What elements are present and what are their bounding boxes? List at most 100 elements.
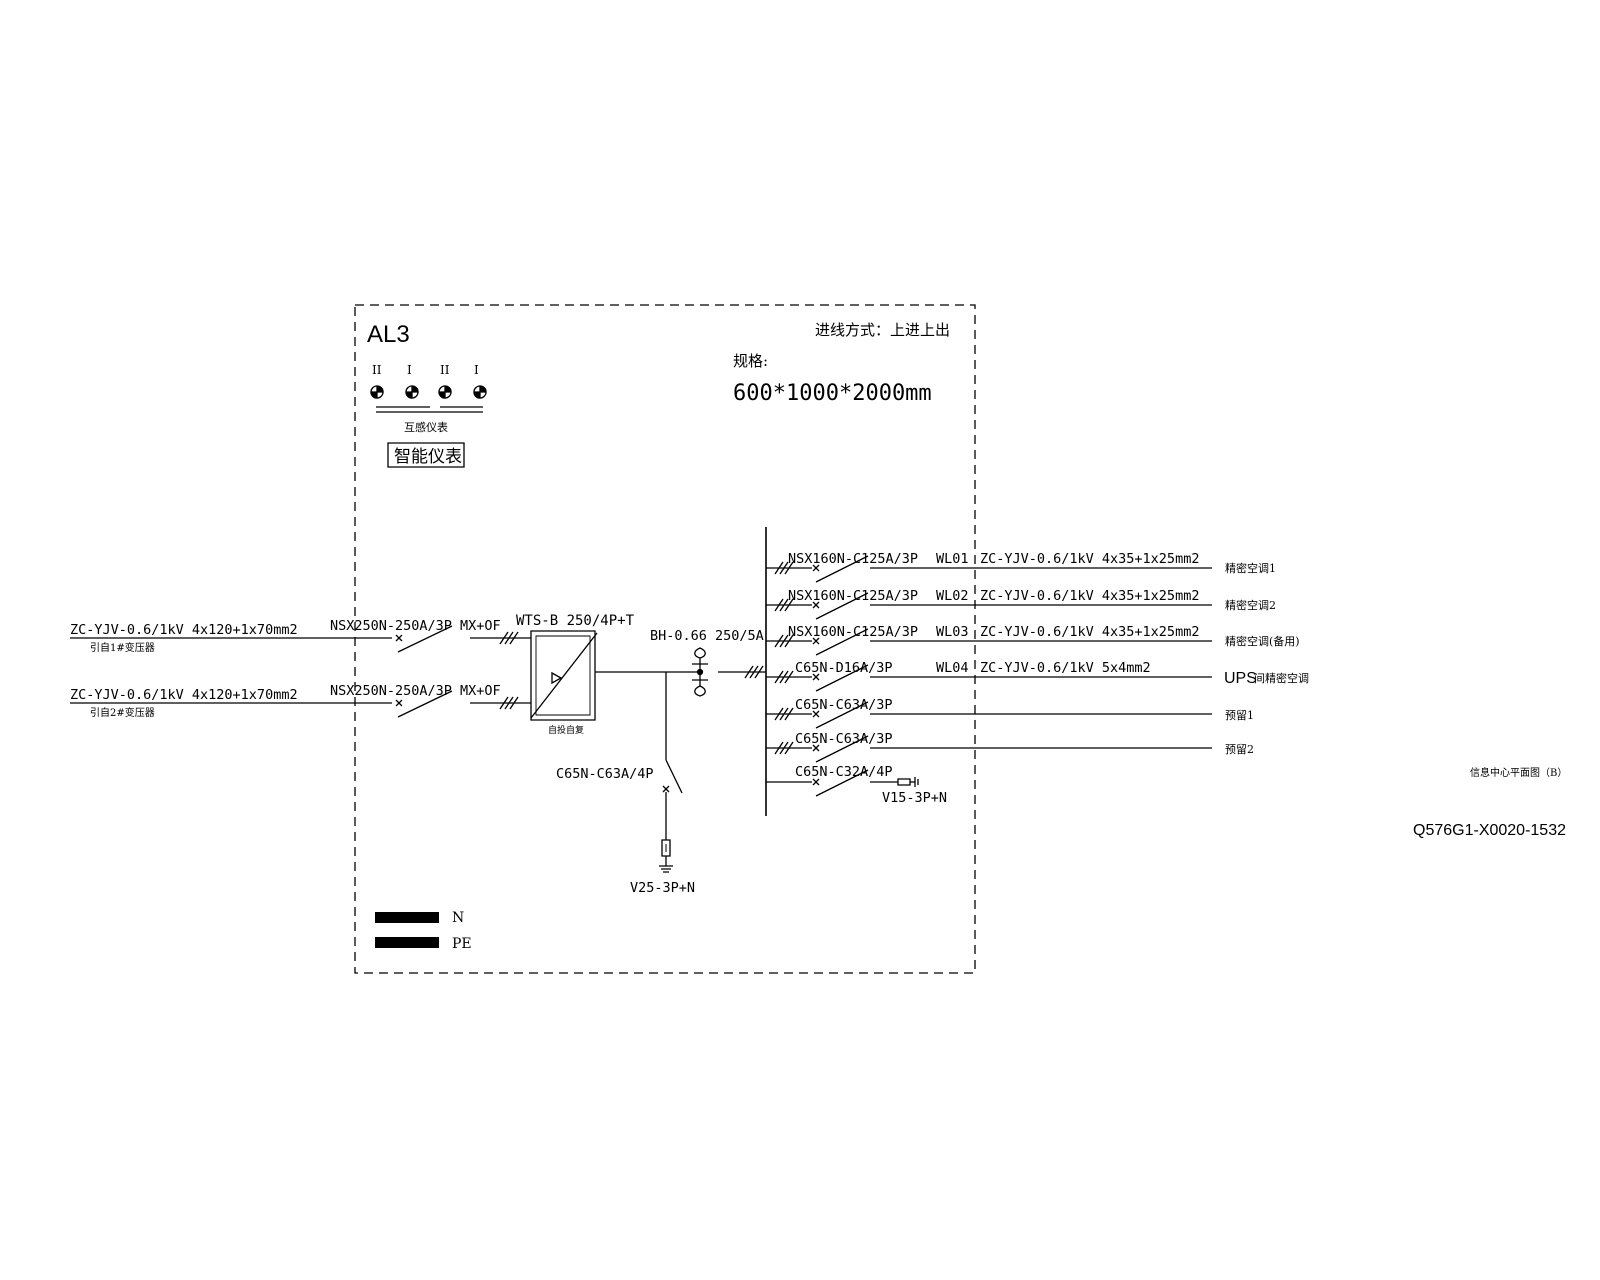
ats-model: WTS-B 250/4P+T bbox=[516, 613, 635, 629]
panel-name: AL3 bbox=[367, 321, 410, 348]
circuit-load: 精密空调1 bbox=[1225, 561, 1276, 575]
legend: N PE bbox=[375, 910, 472, 952]
meter-group: II I II I 互感仪表 智能仪表 bbox=[371, 363, 486, 467]
three-phase-mark-icon bbox=[500, 697, 518, 709]
circuit-cable: ZC-YJV-0.6/1kV 5x4mm2 bbox=[980, 660, 1151, 676]
circuit-breaker-label: C65N-C63A/3P bbox=[795, 731, 893, 747]
breaker-switch-icon bbox=[816, 556, 868, 582]
circuit-id: WL02 bbox=[936, 588, 969, 604]
breaker-switch-icon bbox=[816, 702, 868, 728]
meter-phase-label: II bbox=[440, 363, 450, 377]
three-phase-mark-icon bbox=[775, 671, 793, 683]
breaker-switch-icon bbox=[398, 691, 452, 717]
breaker-switch-icon bbox=[816, 770, 868, 796]
smart-meter-label: 智能仪表 bbox=[394, 447, 462, 467]
three-phase-mark-icon bbox=[775, 635, 793, 647]
legend-pe-label: PE bbox=[452, 936, 472, 952]
circuit-load: 精密空调2 bbox=[1225, 598, 1276, 612]
legend-n-label: N bbox=[452, 910, 464, 926]
circuit-load-prefix: UPS bbox=[1224, 670, 1257, 687]
three-phase-mark-icon bbox=[775, 562, 793, 574]
breaker-switch-icon bbox=[816, 736, 868, 762]
spec-value: 600*1000*2000mm bbox=[733, 381, 932, 406]
breaker-cross-icon bbox=[396, 635, 402, 641]
breaker-cross-icon bbox=[813, 602, 819, 608]
incomer-2: ZC-YJV-0.6/1kV 4x120+1x70mm2 引自2#变压器 NSX… bbox=[70, 683, 531, 719]
breaker-cross-icon bbox=[663, 786, 669, 792]
incomer-breaker: NSX250N-250A/3P MX+OF bbox=[330, 618, 501, 634]
outgoing-4: C65N-D16A/3P WL04 ZC-YJV-0.6/1kV 5x4mm2 … bbox=[766, 660, 1309, 691]
incomer-breaker: NSX250N-250A/3P MX+OF bbox=[330, 683, 501, 699]
meter-icon bbox=[371, 386, 383, 398]
incomer-1: ZC-YJV-0.6/1kV 4x120+1x70mm2 引自1#变压器 NSX… bbox=[70, 618, 531, 654]
circuit-cable: ZC-YJV-0.6/1kV 4x35+1x25mm2 bbox=[980, 588, 1199, 604]
entry-method: 进线方式：上进上出 bbox=[815, 321, 950, 339]
drawing-reference: 信息中心平面图（B） bbox=[1470, 766, 1567, 779]
transformer-meter-label: 互感仪表 bbox=[404, 420, 448, 434]
outgoing-6: C65N-C63A/3P 预留2 bbox=[766, 731, 1254, 762]
panel-boundary bbox=[355, 305, 975, 973]
outgoing-7: C65N-C32A/4P V15-3P+N bbox=[766, 764, 947, 806]
three-phase-mark-icon bbox=[775, 599, 793, 611]
circuit-breaker-label: NSX160N-C125A/3P bbox=[788, 624, 918, 640]
breaker-cross-icon bbox=[813, 745, 819, 751]
ats-switch: WTS-B 250/4P+T 自投自复 bbox=[516, 613, 635, 736]
breaker-cross-icon bbox=[813, 638, 819, 644]
legend-n-bar bbox=[375, 912, 439, 923]
circuit-breaker-label: NSX160N-C125A/3P bbox=[788, 551, 918, 567]
circuit-load: 精密空调(备用) bbox=[1225, 634, 1300, 648]
three-phase-mark-icon bbox=[775, 742, 793, 754]
breaker-switch-icon bbox=[816, 629, 868, 655]
circuit-cable: ZC-YJV-0.6/1kV 4x35+1x25mm2 bbox=[980, 551, 1199, 567]
three-phase-mark-icon bbox=[745, 666, 763, 678]
breaker-cross-icon bbox=[813, 565, 819, 571]
breaker-cross-icon bbox=[813, 674, 819, 680]
three-phase-mark-icon bbox=[775, 708, 793, 720]
meter-phase-label: II bbox=[372, 363, 382, 377]
breaker-switch-icon bbox=[816, 593, 868, 619]
breaker-cross-icon bbox=[813, 779, 819, 785]
surge-protector-icon bbox=[898, 779, 910, 785]
circuit-load: 间精密空调 bbox=[1254, 671, 1309, 685]
circuit-load: V15-3P+N bbox=[882, 790, 947, 806]
circuit-breaker-label: C65N-C32A/4P bbox=[795, 764, 893, 780]
meter-phase-label: I bbox=[474, 363, 479, 377]
spec-label: 规格: bbox=[733, 352, 768, 370]
circuit-load: 预留2 bbox=[1225, 743, 1254, 756]
outgoing-3: NSX160N-C125A/3P WL03 ZC-YJV-0.6/1kV 4x3… bbox=[766, 624, 1300, 655]
circuit-id: WL04 bbox=[936, 660, 969, 676]
spd-model: V25-3P+N bbox=[630, 880, 695, 896]
meter-icon bbox=[474, 386, 486, 398]
outgoing-1: NSX160N-C125A/3P WL01 ZC-YJV-0.6/1kV 4x3… bbox=[766, 551, 1276, 582]
meter-phase-label: I bbox=[407, 363, 412, 377]
breaker-cross-icon bbox=[813, 711, 819, 717]
circuit-breaker-label: C65N-D16A/3P bbox=[795, 660, 893, 676]
incomer-source: 引自2#变压器 bbox=[90, 706, 155, 719]
circuit-load: 预留1 bbox=[1225, 709, 1254, 722]
ground-icon bbox=[915, 777, 918, 787]
ground-icon bbox=[659, 866, 673, 872]
legend-pe-bar bbox=[375, 937, 439, 948]
circuit-breaker-label: NSX160N-C125A/3P bbox=[788, 588, 918, 604]
spd-breaker-label: C65N-C63A/4P bbox=[556, 766, 654, 782]
three-phase-mark-icon bbox=[500, 632, 518, 644]
circuit-cable: ZC-YJV-0.6/1kV 4x35+1x25mm2 bbox=[980, 624, 1199, 640]
incomer-cable: ZC-YJV-0.6/1kV 4x120+1x70mm2 bbox=[70, 622, 298, 638]
smart-meter-box bbox=[388, 443, 464, 467]
ats-label: 自投自复 bbox=[548, 724, 584, 736]
incomer-cable: ZC-YJV-0.6/1kV 4x120+1x70mm2 bbox=[70, 687, 298, 703]
current-transformer: BH-0.66 250/5A bbox=[650, 628, 764, 696]
incomer-source: 引自1#变压器 bbox=[90, 641, 155, 654]
circuit-id: WL01 bbox=[936, 551, 969, 567]
breaker-cross-icon bbox=[396, 700, 402, 706]
breaker-switch-icon bbox=[666, 760, 682, 793]
drawing-number: Q576G1-X0020-1532 bbox=[1413, 822, 1566, 839]
spd-branch: C65N-C63A/4P V25-3P+N bbox=[556, 672, 695, 896]
outgoing-5: C65N-C63A/3P 预留1 bbox=[766, 697, 1254, 728]
outgoing-2: NSX160N-C125A/3P WL02 ZC-YJV-0.6/1kV 4x3… bbox=[766, 588, 1276, 619]
meter-icon bbox=[439, 386, 451, 398]
ct-label: BH-0.66 250/5A bbox=[650, 628, 764, 644]
meter-icon bbox=[406, 386, 418, 398]
circuit-breaker-label: C65N-C63A/3P bbox=[795, 697, 893, 713]
